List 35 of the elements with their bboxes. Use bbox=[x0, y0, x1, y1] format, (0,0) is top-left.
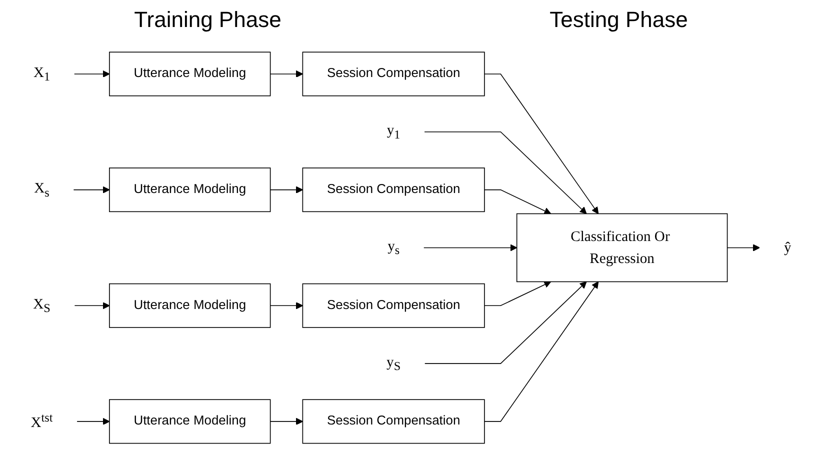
node-box: Utterance Modeling bbox=[109, 399, 271, 444]
node-box: Session Compensation bbox=[302, 52, 485, 96]
node-text: X$_{1}$ bbox=[33, 64, 50, 84]
node-box: Session Compensation bbox=[302, 283, 485, 328]
arrow bbox=[76, 418, 110, 426]
node-text: X$_{S}$ bbox=[33, 295, 50, 316]
arrow bbox=[270, 302, 304, 310]
arrow bbox=[270, 418, 304, 426]
arrow bbox=[484, 189, 552, 214]
arrow bbox=[74, 302, 110, 310]
arrow bbox=[726, 244, 760, 252]
arrow bbox=[424, 131, 587, 214]
arrow bbox=[423, 244, 518, 252]
arrow bbox=[424, 281, 587, 364]
node-box: Classification Or Regression bbox=[516, 213, 728, 282]
node-text: y$_{S}$ bbox=[386, 353, 401, 374]
node-box: Utterance Modeling bbox=[109, 283, 271, 328]
node-box: Session Compensation bbox=[302, 168, 485, 212]
arrow bbox=[484, 281, 552, 306]
arrow bbox=[484, 281, 599, 422]
phase-heading: Testing Phase bbox=[550, 7, 688, 33]
node-box: Utterance Modeling bbox=[109, 52, 271, 96]
node-text: X$_{s}$ bbox=[34, 180, 50, 200]
node-box: Session Compensation bbox=[302, 399, 485, 444]
node-box: Utterance Modeling bbox=[109, 168, 271, 212]
phase-heading: Training Phase bbox=[134, 7, 282, 33]
node-text: y$_{s}$ bbox=[388, 238, 400, 258]
arrow bbox=[270, 186, 304, 194]
node-text: X$^{tst}$ bbox=[30, 412, 53, 430]
arrow bbox=[270, 70, 304, 78]
arrow bbox=[74, 70, 110, 78]
node-text: y$_{1}$ bbox=[386, 122, 400, 142]
arrow bbox=[73, 186, 110, 194]
node-text: ŷ bbox=[784, 239, 792, 256]
arrow bbox=[484, 74, 599, 214]
